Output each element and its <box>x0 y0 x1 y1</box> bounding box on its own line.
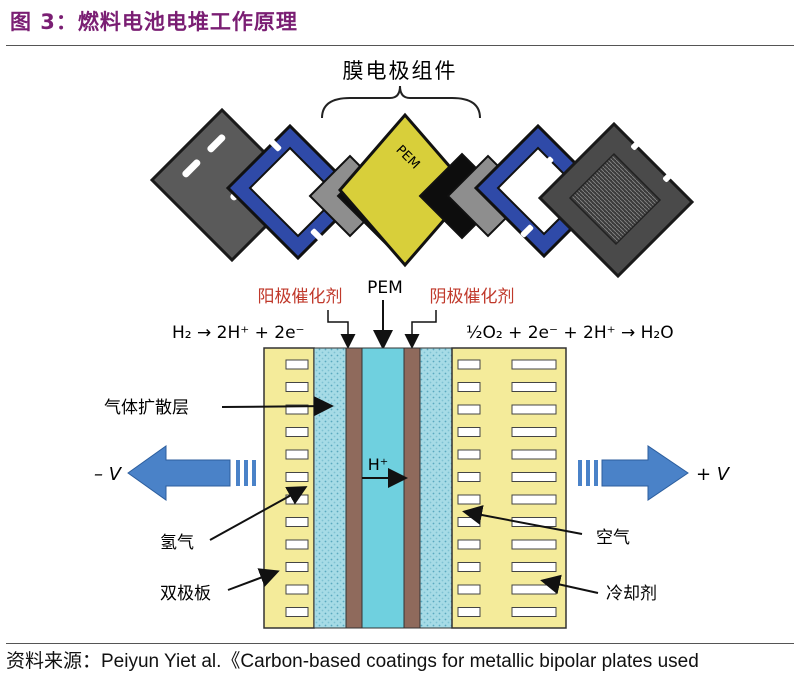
hydrogen-channel <box>285 359 309 370</box>
hydrogen-channel <box>285 562 309 572</box>
air-channel <box>457 449 481 460</box>
hydrogen-channel <box>285 607 309 617</box>
hydrogen-channel <box>285 517 309 527</box>
anode-catalyst-pointer <box>327 310 356 349</box>
right-flow-channels <box>457 359 557 617</box>
source-note: 资料来源：Peiyun Yiet al.《Carbon-based coatin… <box>6 651 699 672</box>
air-label: 空气 <box>596 528 630 548</box>
bipolar-plate-label: 双极板 <box>160 584 211 604</box>
hydrogen-pointer <box>209 486 308 541</box>
positive-terminal-label: + V <box>696 464 731 485</box>
positive-terminal-arrow <box>578 445 689 501</box>
cathode-catalyst-label: 阴极催化剂 <box>430 287 515 307</box>
air-pointer <box>462 505 583 535</box>
source-rule <box>6 643 794 644</box>
coolant-channel <box>511 562 557 572</box>
air-channel <box>457 494 481 505</box>
negative-terminal-label: – V <box>94 464 123 485</box>
coolant-channel <box>511 584 557 595</box>
hydrogen-channel <box>285 404 309 415</box>
bipolar-plate-pointer <box>227 568 280 591</box>
air-channel <box>457 607 481 617</box>
air-channel <box>457 539 481 550</box>
air-channel <box>457 517 481 527</box>
gas-diffusion-layer-label: 气体扩散层 <box>104 398 189 418</box>
fuel-cell-diagram: 膜电极组件 PEM 阳极催化剂 PEM 阴极催 <box>94 59 731 629</box>
coolant-channel <box>511 449 557 460</box>
air-channel <box>457 472 481 482</box>
negative-terminal-arrow <box>127 445 256 501</box>
hydrogen-label: 氢气 <box>160 533 194 553</box>
coolant-channel <box>511 359 557 370</box>
coolant-channel <box>511 404 557 415</box>
cathode-catalyst-pointer <box>404 310 437 349</box>
catalyst-layer-right <box>403 347 421 629</box>
title-rule <box>6 45 794 46</box>
catalyst-layer-left <box>345 347 363 629</box>
air-channel <box>457 359 481 370</box>
figure-title: 图 3：燃料电池电堆工作原理 <box>10 10 298 34</box>
gdl-layer-left <box>313 347 347 629</box>
coolant-channel <box>511 539 557 550</box>
air-channel <box>457 427 481 437</box>
cell-cross-section <box>263 347 567 629</box>
coolant-channel <box>511 382 557 392</box>
anode-reaction: H₂ → 2H⁺ + 2e⁻ <box>172 323 305 343</box>
hydrogen-channel <box>285 584 309 595</box>
mea-bracket <box>321 85 481 119</box>
coolant-channel <box>511 427 557 437</box>
coolant-channel <box>511 607 557 617</box>
membrane-layer <box>361 347 405 629</box>
coolant-label: 冷却剂 <box>606 584 657 604</box>
pem-label: PEM <box>367 278 403 298</box>
gdl-layer-right <box>419 347 453 629</box>
proton-label: H⁺ <box>368 455 388 474</box>
air-channel <box>457 584 481 595</box>
coolant-channel <box>511 517 557 527</box>
cathode-reaction: ½O₂ + 2e⁻ + 2H⁺ → H₂O <box>466 323 674 343</box>
air-channel <box>457 404 481 415</box>
hydrogen-channel <box>285 539 309 550</box>
bipolar-frame-left <box>225 123 363 261</box>
hydrogen-channel <box>285 472 309 482</box>
coolant-pointer <box>540 574 599 595</box>
hydrogen-channel <box>285 382 309 392</box>
gdl-pointer <box>221 396 334 417</box>
air-channel <box>457 382 481 392</box>
coolant-channel <box>511 472 557 482</box>
air-channel <box>457 562 481 572</box>
anode-catalyst-label: 阳极催化剂 <box>258 287 343 307</box>
coolant-channel <box>511 494 557 505</box>
hydrogen-channel <box>285 449 309 460</box>
hydrogen-channel <box>285 427 309 437</box>
end-plate-right <box>537 121 695 279</box>
mea-label: 膜电极组件 <box>343 59 458 83</box>
